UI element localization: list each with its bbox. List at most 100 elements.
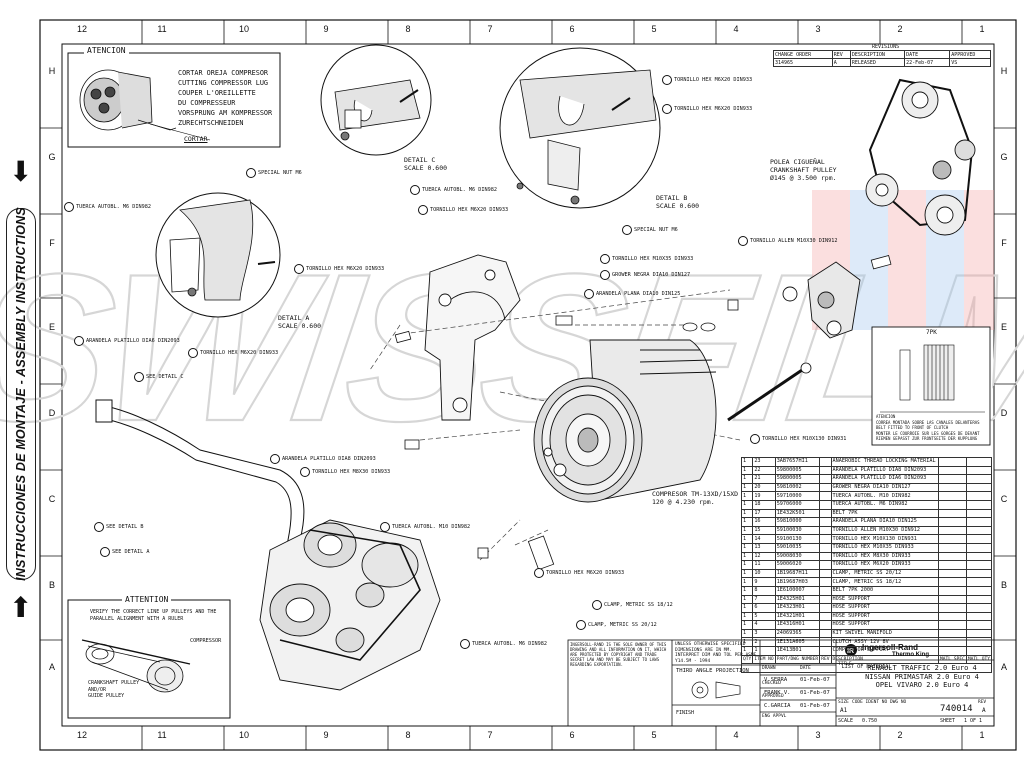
row-label: G [48, 152, 56, 162]
bom-cell: 59008030 [774, 551, 821, 562]
attention-title: ATTENTION [122, 595, 172, 604]
bom-cell [819, 517, 832, 527]
bom-cell: 59800005 [774, 465, 821, 476]
row-label: C [1000, 494, 1008, 504]
bom-cell: 59710000 [774, 491, 821, 501]
bom-cell: 1E4316H01 [774, 620, 821, 630]
bom-cell [965, 525, 993, 536]
balloon-marker [460, 639, 470, 649]
belt-cross-section [880, 344, 985, 413]
bom-cell: ANAEROBIC THREAD LOCKING MATERIAL [830, 457, 939, 467]
bom-cell [937, 491, 967, 501]
bom-cell [819, 568, 832, 579]
attention-text: VERIFY THE CORRECT LINE UP PULLEYS AND T… [90, 609, 216, 623]
scale-value: 0.750 [862, 718, 878, 724]
balloon-marker [94, 522, 104, 532]
crank-line: AND/OR [88, 686, 107, 693]
dwg-no-label: DWG NO [890, 700, 907, 705]
bom-cell [819, 534, 832, 544]
column-label: 10 [238, 730, 249, 740]
bom-cell [819, 646, 832, 656]
bom-cell: HOSE SUPPORT [830, 620, 939, 630]
title-line: OPEL VIVARO 2.0 Euro 4 [875, 681, 969, 689]
row-label: E [48, 322, 55, 332]
bom-cell [819, 603, 832, 613]
row-label: B [48, 580, 55, 590]
bom-cell: 1 [740, 508, 754, 519]
bom-cell [819, 508, 832, 519]
balloon-marker [662, 104, 672, 114]
part-callout: CLAMP, METRIC SS 20/12 [588, 622, 657, 628]
bom-cell: 1E4321H01 [774, 611, 821, 622]
column-label: 12 [76, 730, 87, 740]
side-title: INSTRUCCIONES DE MONTAJE - ASSEMBLY INST… [14, 207, 28, 581]
bom-cell: 1 [740, 628, 754, 639]
bom-cell [937, 620, 967, 630]
compressor-line: COMPRESOR TM-13XD/15XD [652, 490, 739, 498]
detail-a-parts [169, 199, 276, 301]
bom-cell [819, 628, 832, 639]
bom-cell [819, 611, 832, 622]
arrow-up-icon: ⬆ [9, 591, 33, 624]
bom-cell: 24069365 [774, 628, 821, 639]
balloon-marker [622, 225, 632, 235]
bom-cell [965, 542, 993, 553]
detail-b-parts [516, 69, 657, 205]
row-label: A [1000, 662, 1007, 672]
projection-label: THIRD ANGLE PROJECTION [676, 668, 749, 674]
compressor-note: COMPRESSOR [190, 638, 222, 644]
column-label: 8 [405, 24, 411, 34]
bom-cell: 1 [740, 517, 754, 527]
bom-cell: HOSE SUPPORT [830, 594, 939, 605]
detail-a-line: DETAIL A [278, 314, 310, 322]
bom-cell: 59800005 [774, 474, 821, 484]
alignment-thumbnail [81, 639, 191, 693]
balloon-marker [246, 168, 256, 178]
bom-cell: TORNILLO ALLEN M10X30 DIN912 [830, 525, 939, 536]
balloon-marker [64, 202, 74, 212]
row-label: G [1000, 152, 1008, 162]
tensioner-bracket [782, 261, 861, 339]
bom-title: LIST OF MATERIAL [741, 663, 992, 673]
bom-cell [819, 474, 832, 484]
row-label: B [1000, 580, 1007, 590]
part-callout: TUERCA AUTOBL. M6 DIN982 [472, 641, 547, 647]
bom-cell: HOSE SUPPORT [830, 611, 939, 622]
bom-cell [965, 457, 993, 467]
bom-cell [819, 465, 832, 476]
bom-cell [819, 637, 832, 648]
detail-a-line: SCALE 0.600 [278, 322, 322, 330]
pulley-line: Ø145 @ 3.500 rpm. [770, 174, 837, 182]
column-label: 1 [979, 730, 985, 740]
part-callout: GROWER NEGRA DIA10 DIN127 [612, 272, 691, 278]
bom-cell [937, 508, 967, 519]
dwg-no: 740014 [940, 704, 973, 714]
rev-header-cell: CHANGE ORDER [773, 50, 833, 59]
part-callout: CLAMP, METRIC SS 18/12 [604, 602, 673, 608]
rev-header-cell: REV [831, 50, 851, 59]
bom-cell [937, 465, 967, 476]
part-callout: SPECIAL NUT M6 [634, 227, 678, 233]
company-sub: Thermo King [892, 652, 929, 658]
column-label: 10 [238, 24, 249, 34]
checked-label: CHECKED [762, 681, 781, 686]
part-callout: TORNILLO HEX M6X20 DIN933 [306, 266, 385, 272]
drawn-label: DRAWN [762, 666, 776, 671]
bom-cell [965, 474, 993, 484]
bom-cell [965, 577, 993, 587]
bom-cell: ARANDELA PLATILLO DIA6 DIN2093 [830, 474, 939, 484]
bom-cell: 1 [740, 474, 754, 484]
belt-type-label: 7PK [926, 329, 937, 336]
bom-cell: 14 [752, 534, 776, 544]
title-line: RENAULT TRAFFIC 2.0 Euro 4 [867, 664, 977, 672]
atencion-line: ZURECHTSCHNEIDEN [178, 119, 244, 127]
bom-cell [937, 594, 967, 605]
bom-cell: TUERCA AUTOBL. M10 DIN982 [830, 491, 939, 501]
